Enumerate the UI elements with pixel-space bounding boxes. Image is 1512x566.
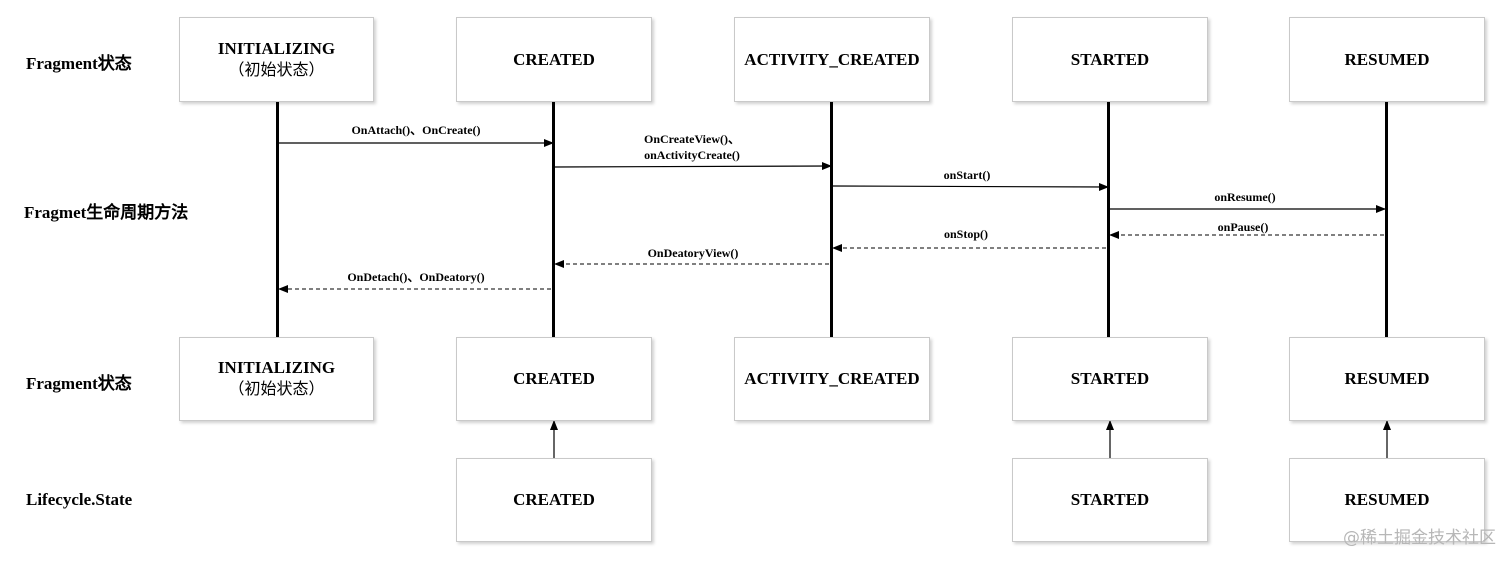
state-label: STARTED: [1070, 369, 1150, 388]
state-sublabel: （初始状态）: [228, 381, 325, 398]
label-on-attach-create: OnAttach()、OnCreate(): [351, 123, 481, 137]
lifecycle-label: STARTED: [1070, 490, 1150, 509]
lifecycle-box-created: CREATED: [456, 458, 652, 542]
label-on-create-view-line2: onActivityCreate(): [644, 148, 740, 162]
lifecycle-box-resumed: RESUMED: [1289, 458, 1485, 542]
lifeline-activity-created: [830, 101, 833, 338]
lifeline-resumed: [1385, 101, 1388, 338]
lifecycle-label: CREATED: [513, 490, 595, 509]
state-label: INITIALIZING: [217, 358, 336, 377]
state-label: INITIALIZING: [217, 38, 336, 58]
state-box-activity-created-top: ACTIVITY_CREATED: [734, 17, 930, 102]
label-on-create-view-line1: OnCreateView()、: [644, 132, 740, 146]
state-box-resumed-bottom: RESUMED: [1289, 337, 1485, 421]
lifecycle-box-started: STARTED: [1012, 458, 1208, 542]
arrow-on-create-view: [554, 162, 832, 171]
state-box-created-top: CREATED: [456, 17, 652, 102]
state-box-activity-created-bottom: ACTIVITY_CREATED: [734, 337, 930, 421]
lifeline-created: [552, 101, 555, 338]
state-label: ACTIVITY_CREATED: [744, 369, 920, 388]
watermark: @稀土掘金技术社区: [1343, 528, 1496, 548]
label-on-stop: onStop(): [943, 227, 989, 241]
label-on-pause: onPause(): [1217, 220, 1269, 234]
row-label-fragment-state-top: Fragment状态: [26, 54, 132, 73]
lifeline-started: [1107, 101, 1110, 338]
state-label: CREATED: [513, 49, 595, 69]
label-on-resume: onResume(): [1214, 190, 1276, 204]
row-label-fragment-state-bottom: Fragment状态: [26, 374, 132, 393]
label-on-detach-destroy: OnDetach()、OnDeatory(): [347, 270, 485, 284]
state-label: CREATED: [513, 369, 595, 388]
state-box-created-bottom: CREATED: [456, 337, 652, 421]
state-sublabel: （初始状态）: [228, 61, 325, 79]
state-label: RESUMED: [1344, 49, 1430, 69]
row-label-lifecycle-methods: Fragmet生命周期方法: [24, 203, 189, 222]
state-box-started-bottom: STARTED: [1012, 337, 1208, 421]
state-label: STARTED: [1070, 49, 1150, 69]
arrow-on-start: [832, 182, 1109, 191]
state-box-started-top: STARTED: [1012, 17, 1208, 102]
label-on-destroy-view: OnDeatoryView(): [647, 246, 739, 260]
state-box-resumed-top: RESUMED: [1289, 17, 1485, 102]
state-box-initializing-top: INITIALIZING （初始状态）: [179, 17, 374, 102]
row-label-lifecycle-state: Lifecycle.State: [26, 490, 133, 509]
label-on-create-view: OnCreateView()、 onActivityCreate(): [644, 131, 740, 163]
state-label: RESUMED: [1344, 369, 1430, 388]
state-label: ACTIVITY_CREATED: [744, 49, 920, 69]
lifecycle-label: RESUMED: [1344, 490, 1430, 509]
lifeline-initializing: [276, 101, 279, 338]
state-box-initializing-bottom: INITIALIZING （初始状态）: [179, 337, 374, 421]
label-on-start: onStart(): [943, 168, 991, 182]
